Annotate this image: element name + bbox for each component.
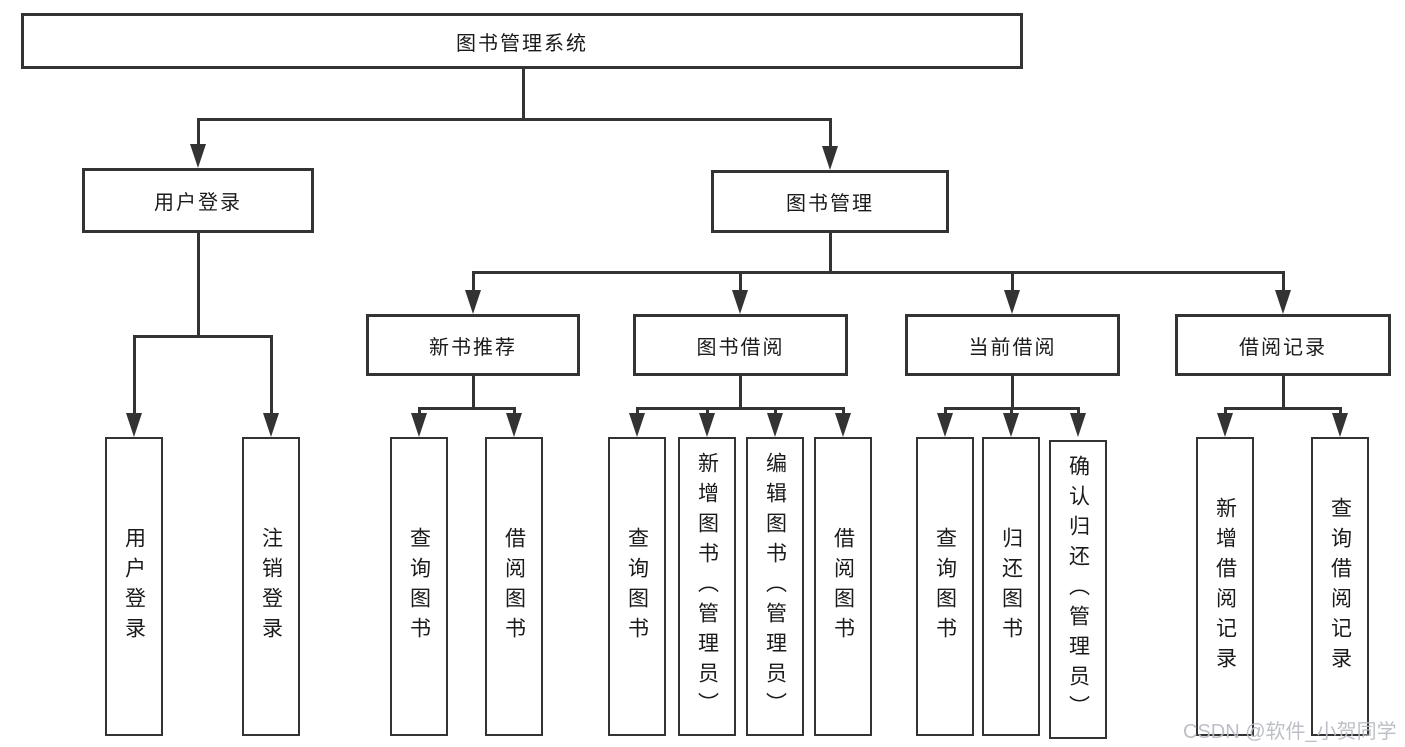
node-book-borrow: 图书借阅 [633, 314, 848, 376]
node-leaf-cb-return-books: 归还图书 [982, 437, 1040, 736]
arrow-down-icon [1332, 413, 1348, 437]
connector-line [472, 271, 475, 292]
node-current-borrow: 当前借阅 [905, 314, 1120, 376]
node-leaf-bb-add-books: 新增图书（管理员） [678, 437, 736, 736]
connector-line [472, 376, 475, 407]
node-leaf-user-login: 用户登录 [105, 437, 163, 736]
node-leaf-br-query-record: 查询借阅记录 [1311, 437, 1369, 736]
connector-line [513, 407, 516, 416]
connector-line [739, 376, 742, 407]
arrow-down-icon [937, 413, 953, 437]
connector-line [1224, 407, 1341, 410]
arrow-down-icon [732, 290, 748, 314]
connector-line [418, 407, 421, 416]
node-leaf-cb-confirm-return: 确认归还（管理员） [1049, 440, 1107, 739]
connector-line [842, 407, 845, 416]
connector-line [1339, 407, 1342, 416]
arrow-down-icon [699, 413, 715, 437]
connector-line [472, 271, 1284, 274]
connector-line [197, 118, 832, 121]
node-leaf-cb-query-books: 查询图书 [916, 437, 974, 736]
arrow-down-icon [822, 146, 838, 170]
connector-line [522, 69, 525, 118]
connector-line [636, 407, 844, 410]
connector-line [1011, 271, 1014, 292]
arrow-down-icon [263, 413, 279, 437]
connector-line [197, 118, 200, 146]
connector-line [829, 233, 832, 271]
arrow-down-icon [190, 144, 206, 168]
connector-line [636, 407, 639, 416]
node-leaf-bb-edit-books: 编辑图书（管理员） [746, 437, 804, 736]
node-root: 图书管理系统 [21, 13, 1023, 69]
arrow-down-icon [1004, 290, 1020, 314]
connector-line [706, 407, 709, 416]
arrow-down-icon [629, 413, 645, 437]
connector-line [1010, 407, 1013, 416]
node-book-management: 图书管理 [711, 170, 949, 233]
connector-line [418, 407, 515, 410]
arrow-down-icon [126, 413, 142, 437]
arrow-down-icon [1003, 413, 1019, 437]
connector-line [270, 335, 273, 415]
node-borrow-records: 借阅记录 [1175, 314, 1391, 376]
connector-line [1077, 407, 1080, 416]
connector-line [1282, 271, 1285, 292]
node-leaf-rec-query-books: 查询图书 [390, 437, 448, 736]
connector-line [133, 335, 136, 415]
node-leaf-br-add-record: 新增借阅记录 [1196, 437, 1254, 736]
connector-line [197, 233, 200, 335]
connector-line [133, 335, 273, 338]
arrow-down-icon [835, 413, 851, 437]
node-leaf-bb-borrow-books: 借阅图书 [814, 437, 872, 736]
node-leaf-logout: 注销登录 [242, 437, 300, 736]
connector-line [774, 407, 777, 416]
node-leaf-bb-query-books: 查询图书 [608, 437, 666, 736]
connector-line [944, 407, 947, 416]
arrow-down-icon [1275, 290, 1291, 314]
arrow-down-icon [1217, 413, 1233, 437]
arrow-down-icon [1070, 413, 1086, 437]
connector-line [739, 271, 742, 292]
node-new-book-recommend: 新书推荐 [366, 314, 580, 376]
node-user-login: 用户登录 [82, 168, 314, 233]
connector-line [829, 118, 832, 148]
watermark: CSDN @软件_小贺同学 [1183, 721, 1397, 743]
connector-line [1011, 376, 1014, 407]
arrow-down-icon [465, 290, 481, 314]
connector-line [1224, 407, 1227, 416]
node-leaf-rec-borrow-books: 借阅图书 [485, 437, 543, 736]
arrow-down-icon [411, 413, 427, 437]
arrow-down-icon [506, 413, 522, 437]
arrow-down-icon [767, 413, 783, 437]
connector-line [1282, 376, 1285, 407]
